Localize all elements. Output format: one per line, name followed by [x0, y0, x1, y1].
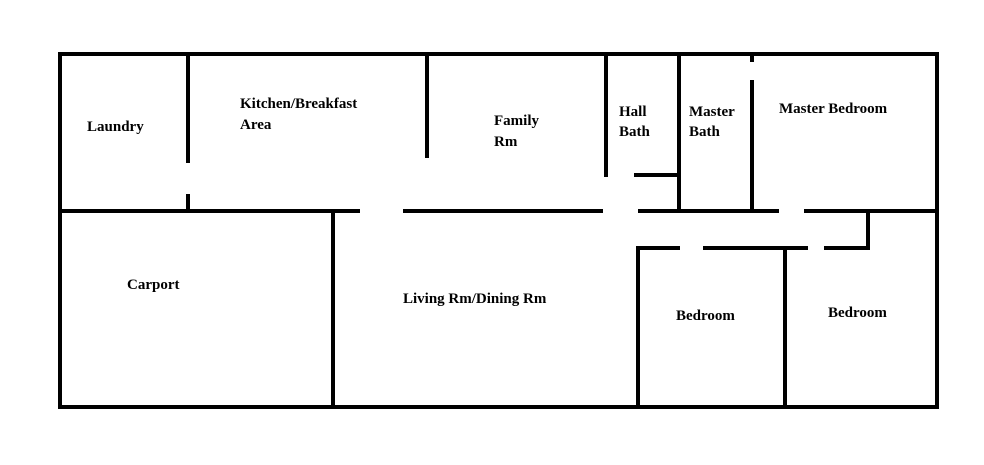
room-labels: Laundry Kitchen/Breakfast Area Family Rm…	[87, 96, 888, 324]
label-master-bath: Master Bath	[689, 104, 738, 140]
walls	[58, 52, 939, 409]
label-bedroom-2: Bedroom	[828, 305, 887, 321]
label-master-bedroom: Master Bedroom	[779, 101, 888, 117]
label-laundry: Laundry	[87, 119, 144, 135]
label-living-dining: Living Rm/Dining Rm	[403, 291, 547, 307]
label-carport: Carport	[127, 277, 180, 293]
label-kitchen: Kitchen/Breakfast Area	[240, 96, 361, 133]
label-bedroom-1: Bedroom	[676, 308, 735, 324]
label-hall-bath: Hall Bath	[619, 104, 651, 140]
label-family-room: Family Rm	[494, 113, 543, 150]
